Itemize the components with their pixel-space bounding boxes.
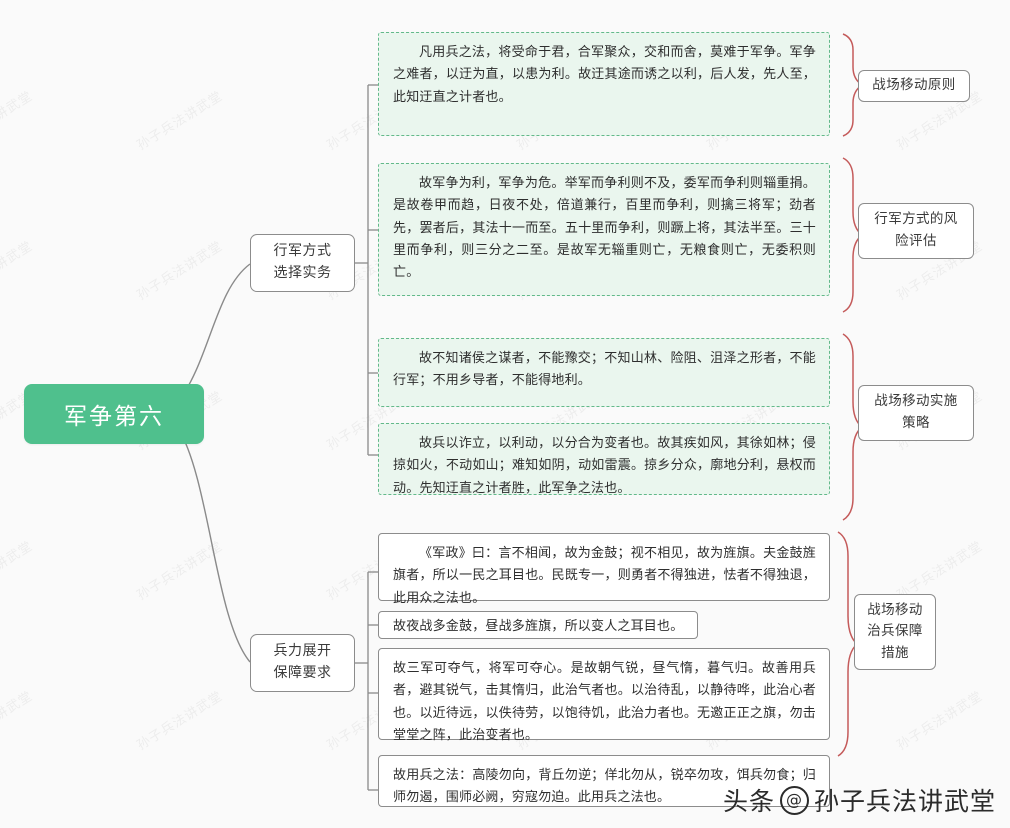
watermark-text: 孙子兵法讲武堂 xyxy=(134,538,226,604)
content-box-3-text: 故不知诸侯之谋者，不能豫交；不知山林、险阻、沮泽之形者，不能行军；不用乡导者，不… xyxy=(393,351,816,389)
right-label-4-line1: 战场移动 xyxy=(867,601,923,618)
branch-2-connectors xyxy=(355,571,378,791)
watermark-text: 孙子兵法讲武堂 xyxy=(894,688,986,754)
right-label-3[interactable]: 战场移动实施 策略 xyxy=(858,385,974,441)
content-box-5-text: 《军政》曰：言不相闻，故为金鼓；视不相见，故为旌旗。夫金鼓旌旗者，所以一民之耳目… xyxy=(393,546,816,606)
branch-node-1-line2: 选择实务 xyxy=(273,265,332,281)
content-box-6-text: 故夜战多金鼓，昼战多旌旗，所以变人之耳目也。 xyxy=(393,619,684,634)
content-box-4-text: 故兵以诈立，以利动，以分合为变者也。故其疾如风，其徐如林；侵掠如火，不动如山；难… xyxy=(393,436,816,496)
root-connectors xyxy=(177,263,251,663)
right-label-1-line1: 战场移动原则 xyxy=(872,77,956,94)
branch-node-2-line1: 兵力展开 xyxy=(273,643,332,660)
branding-account: 孙子兵法讲武堂 xyxy=(813,787,996,816)
watermark-text: 孙子兵法讲武堂 xyxy=(702,0,796,4)
content-box-8[interactable]: 故用兵之法：高陵勿向，背丘勿逆；佯北勿从，锐卒勿攻，饵兵勿食；归师勿遏，围师必阙… xyxy=(378,755,830,807)
right-label-3-line2: 策略 xyxy=(902,415,930,431)
watermark-text: 孙子兵法讲武堂 xyxy=(512,0,606,4)
connector-root-to-branch-2 xyxy=(177,427,251,663)
watermark-text: 孙子兵法讲武堂 xyxy=(0,0,36,4)
right-label-2[interactable]: 行军方式的风 险评估 xyxy=(858,203,974,259)
content-box-5[interactable]: 《军政》曰：言不相闻，故为金鼓；视不相见，故为旌旗。夫金鼓旌旗者，所以一民之耳目… xyxy=(378,533,830,606)
content-box-7-text: 故三军可夺气，将军可夺心。是故朝气锐，昼气惰，暮气归。故善用兵者，避其锐气，击其… xyxy=(393,661,816,744)
content-box-2-text: 故军争为利，军争为危。举军而争利则不及，委军而争利则辎重捐。是故卷甲而趋，日夜不… xyxy=(393,176,816,281)
root-node[interactable]: 军争第六 xyxy=(24,384,204,444)
content-box-6[interactable]: 故夜战多金鼓，昼战多旌旗，所以变人之耳目也。 xyxy=(378,611,698,639)
connector-root-to-branch-1 xyxy=(177,263,251,403)
branding: 头条 @ 孙子兵法讲武堂 xyxy=(723,782,996,818)
watermark-text: 孙子兵法讲武堂 xyxy=(132,0,226,4)
right-label-4-line2: 治兵保障 xyxy=(867,623,923,640)
branch-1-connectors xyxy=(355,84,378,456)
right-label-3-line1: 战场移动实施 xyxy=(874,393,958,410)
content-box-2[interactable]: 故军争为利，军争为危。举军而争利则不及，委军而争利则辎重捐。是故卷甲而趋，日夜不… xyxy=(378,163,830,296)
content-box-1[interactable]: 凡用兵之法，将受命于君，合军聚众，交和而舍，莫难于军争。军争之难者，以迂为直，以… xyxy=(378,32,830,136)
watermark-text: 孙子兵法讲武堂 xyxy=(0,688,36,754)
right-label-4-line3: 措施 xyxy=(881,644,909,661)
right-label-2-line1: 行军方式的风 xyxy=(874,211,958,228)
watermark-text: 孙子兵法讲武堂 xyxy=(892,0,986,4)
branch-node-1[interactable]: 行军方式 选择实务 xyxy=(250,234,355,292)
root-node-label: 军争第六 xyxy=(64,404,164,430)
branch-node-2[interactable]: 兵力展开 保障要求 xyxy=(250,634,355,692)
at-sign-icon: @ xyxy=(779,785,809,815)
content-box-8-text: 故用兵之法：高陵勿向，背丘勿逆；佯北勿从，锐卒勿攻，饵兵勿食；归师勿遏，围师必阙… xyxy=(393,768,816,806)
watermark-text: 孙子兵法讲武堂 xyxy=(134,688,226,754)
right-label-2-line2: 险评估 xyxy=(895,233,937,249)
watermark-text: 孙子兵法讲武堂 xyxy=(0,88,36,154)
branch-node-2-line2: 保障要求 xyxy=(273,665,332,681)
content-box-1-text: 凡用兵之法，将受命于君，合军聚众，交和而舍，莫难于军争。军争之难者，以迂为直，以… xyxy=(393,45,816,105)
watermark-text: 孙子兵法讲武堂 xyxy=(0,238,36,304)
right-label-4[interactable]: 战场移动 治兵保障 措施 xyxy=(854,594,936,670)
content-box-4[interactable]: 故兵以诈立，以利动，以分合为变者也。故其疾如风，其徐如林；侵掠如火，不动如山；难… xyxy=(378,423,830,496)
watermark-text: 孙子兵法讲武堂 xyxy=(0,538,36,604)
content-box-3[interactable]: 故不知诸侯之谋者，不能豫交；不知山林、险阻、沮泽之形者，不能行军；不用乡导者，不… xyxy=(378,338,830,407)
watermark-text: 孙子兵法讲武堂 xyxy=(134,238,226,304)
branch-node-1-line1: 行军方式 xyxy=(273,243,332,260)
watermark-text: 孙子兵法讲武堂 xyxy=(322,0,416,4)
content-box-7[interactable]: 故三军可夺气，将军可夺心。是故朝气锐，昼气惰，暮气归。故善用兵者，避其锐气，击其… xyxy=(378,648,830,743)
right-label-1[interactable]: 战场移动原则 xyxy=(858,70,970,102)
watermark-text: 孙子兵法讲武堂 xyxy=(134,88,226,154)
branding-prefix: 头条 xyxy=(722,787,775,816)
